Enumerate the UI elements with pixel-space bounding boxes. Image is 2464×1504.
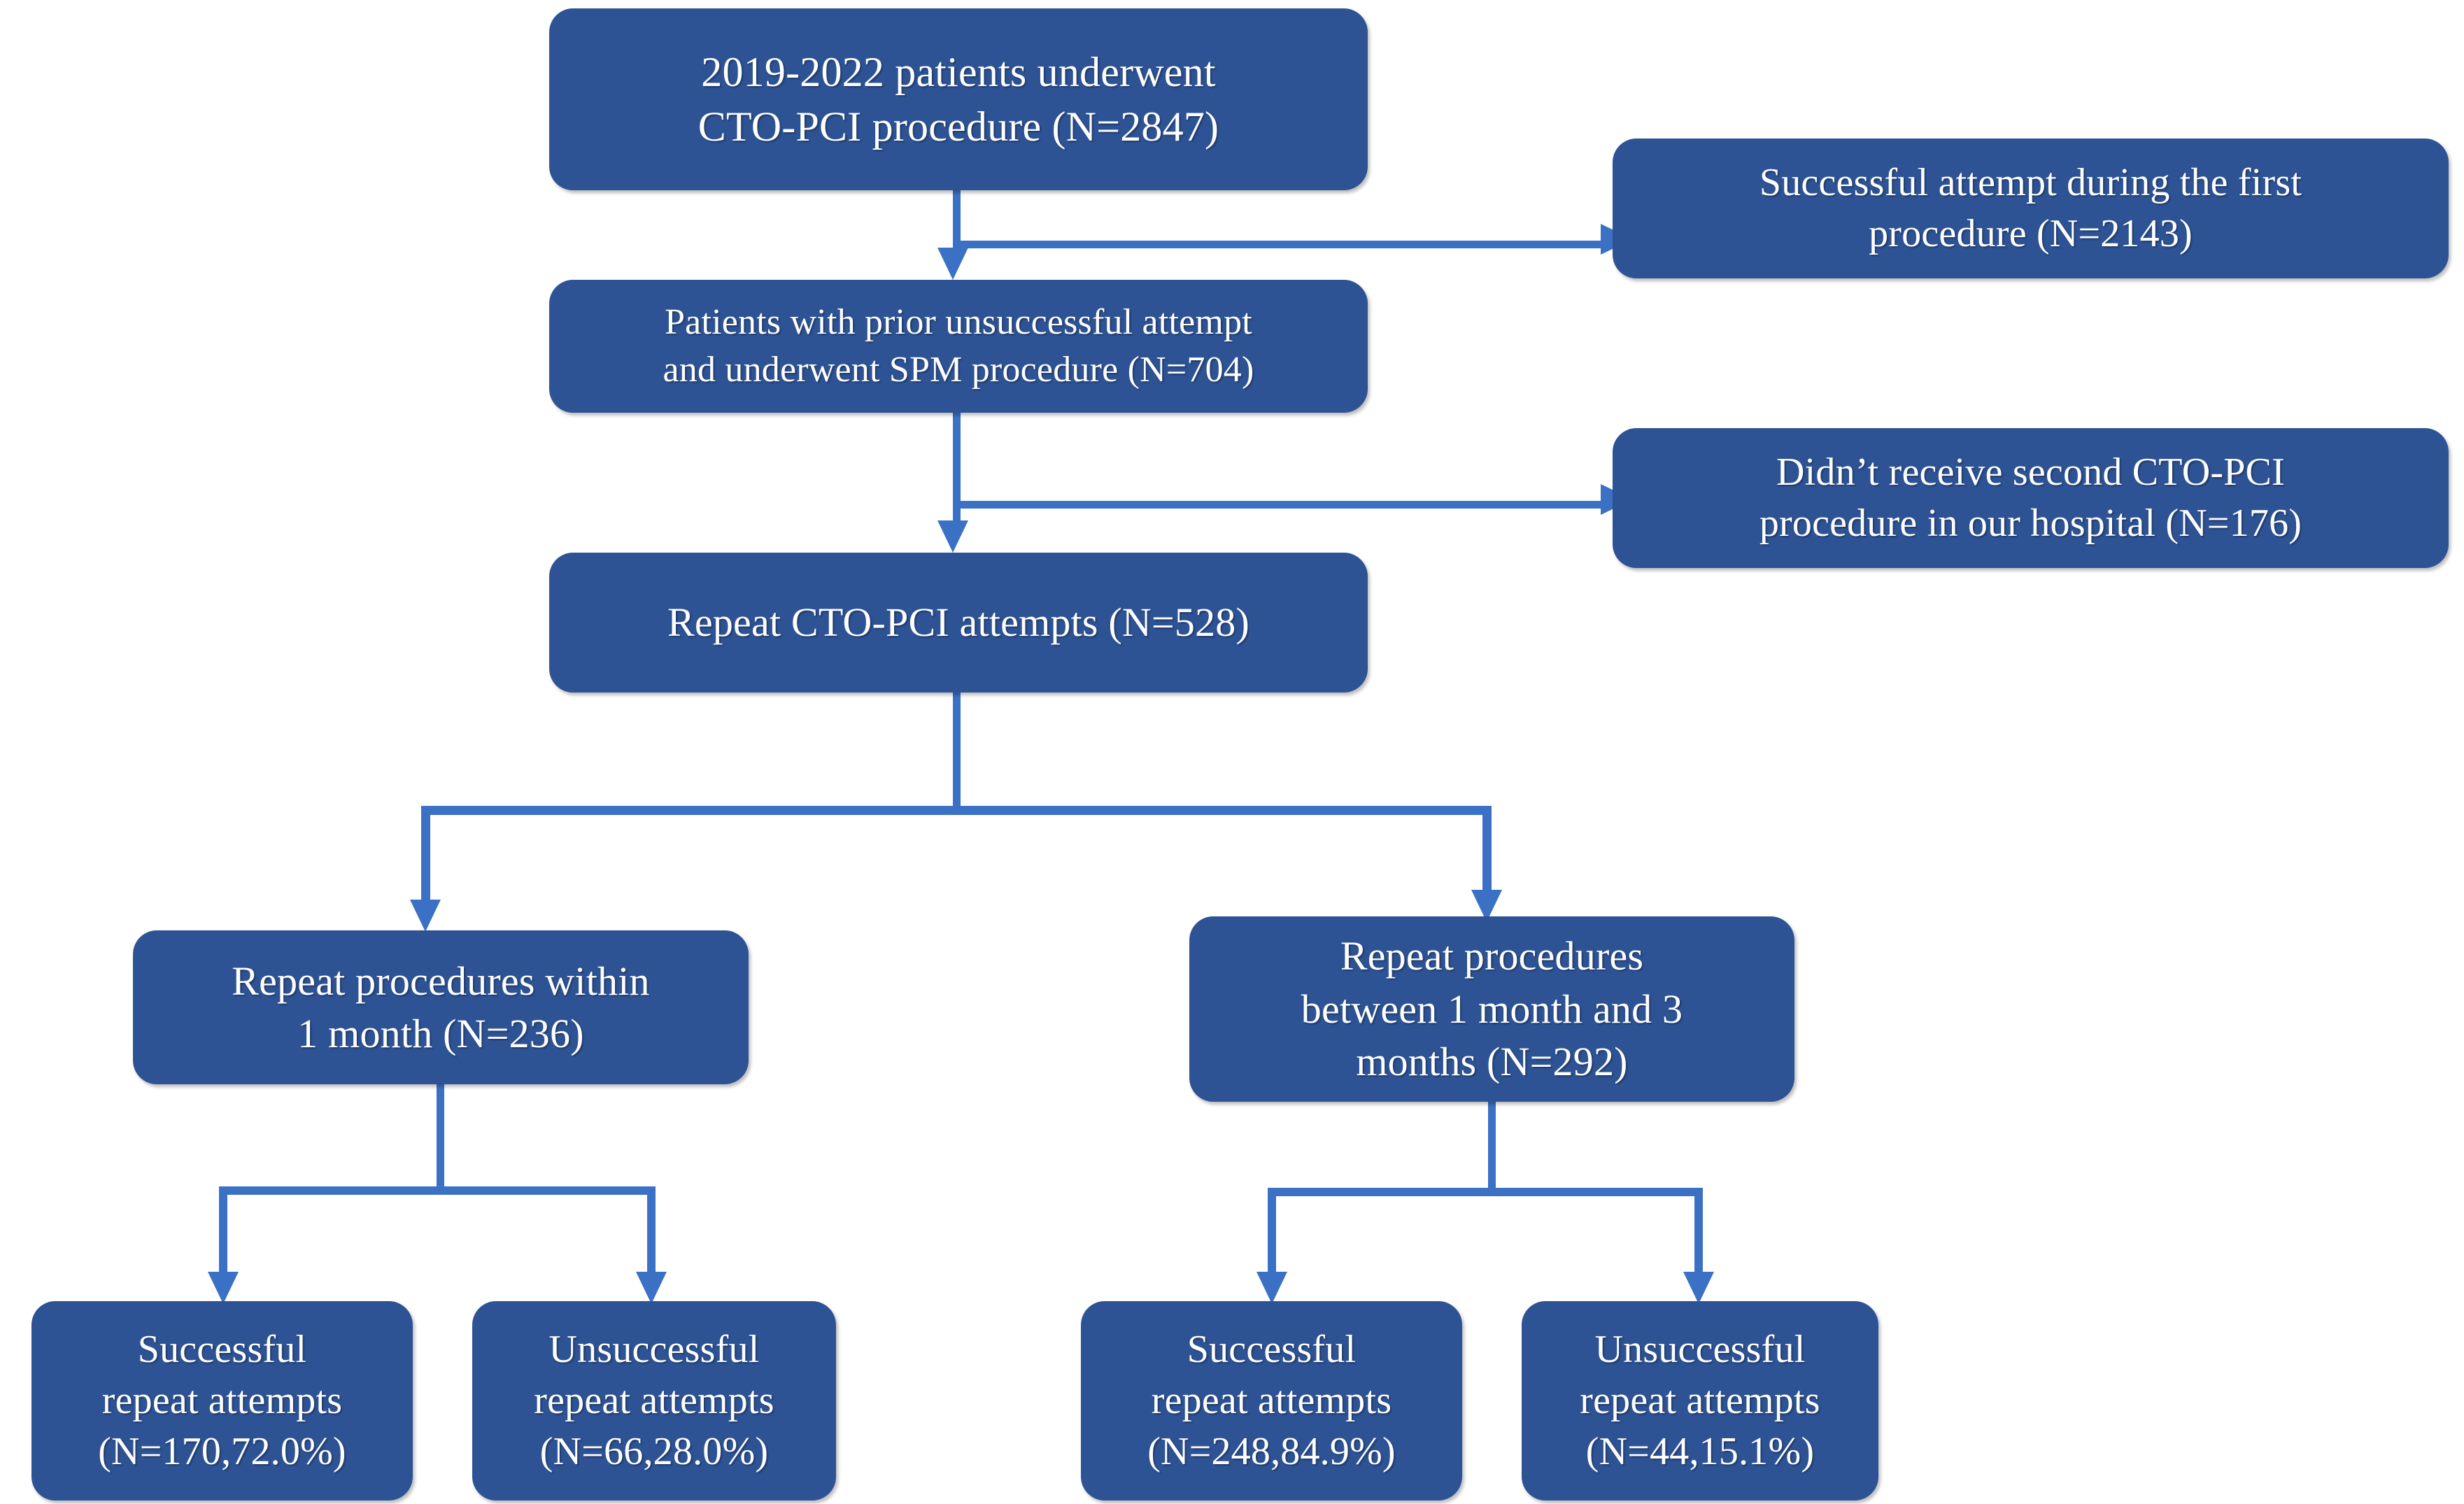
arrowhead-down-to-between-successful (1256, 1272, 1287, 1304)
connector-prior-to-exclusion2-horizontal (953, 501, 1601, 509)
connector-root-to-exclusion1-horizontal (953, 241, 1601, 248)
arrowhead-down-to-within-successful (208, 1272, 239, 1304)
node-repeat-within-1-month: Repeat procedures within 1 month (N=236) (133, 930, 749, 1084)
node-prior-unsuccessful-spm-label: Patients with prior unsuccessful attempt… (663, 302, 1254, 390)
node-excluded-no-second-procedure-label: Didn’t receive second CTO-PCI procedure … (1759, 451, 2302, 545)
connector-repeat-stem (953, 693, 961, 810)
node-excluded-successful-first-attempt: Successful attempt during the first proc… (1613, 139, 2449, 278)
node-within-1-month-unsuccessful: Unsuccessful repeat attempts (N=66,28.0%… (472, 1301, 836, 1501)
arrowhead-down-to-between-unsuccessful (1683, 1272, 1714, 1304)
connector-within-right-drop (647, 1186, 656, 1272)
node-excluded-no-second-procedure: Didn’t receive second CTO-PCI procedure … (1613, 428, 2449, 568)
connector-between-stem (1488, 1102, 1496, 1193)
connector-between-right-drop (1694, 1188, 1703, 1272)
connector-within-crossbar (219, 1186, 656, 1195)
node-root-cohort-label: 2019-2022 patients underwent CTO-PCI pro… (698, 49, 1219, 150)
node-repeat-within-1-month-label: Repeat procedures within 1 month (N=236) (232, 958, 650, 1056)
connector-within-left-drop (219, 1186, 227, 1272)
connector-between-crossbar (1268, 1188, 1703, 1196)
node-repeat-cto-pci-attempts: Repeat CTO-PCI attempts (N=528) (549, 553, 1368, 693)
node-repeat-cto-pci-attempts-label: Repeat CTO-PCI attempts (N=528) (667, 600, 1249, 646)
node-between-1-3-months-successful-label: Successful repeat attempts (N=248,84.9%) (1147, 1328, 1396, 1473)
connector-repeat-right-drop (1482, 806, 1492, 890)
node-repeat-between-1-and-3-months: Repeat procedures between 1 month and 3 … (1189, 916, 1794, 1102)
connector-prior-to-repeat-vertical (953, 413, 961, 520)
node-between-1-3-months-successful: Successful repeat attempts (N=248,84.9%) (1081, 1301, 1462, 1501)
connector-root-to-prior-vertical (953, 190, 961, 248)
arrowhead-down-to-prior (937, 248, 968, 280)
node-within-1-month-successful: Successful repeat attempts (N=170,72.0%) (31, 1301, 413, 1501)
connector-repeat-left-drop (421, 806, 430, 900)
arrowhead-down-to-repeat (937, 520, 968, 553)
node-between-1-3-months-unsuccessful-label: Unsuccessful repeat attempts (N=44,15.1%… (1580, 1328, 1820, 1473)
node-between-1-3-months-unsuccessful: Unsuccessful repeat attempts (N=44,15.1%… (1522, 1301, 1878, 1501)
arrowhead-down-to-within-unsuccessful (636, 1272, 667, 1304)
node-prior-unsuccessful-spm: Patients with prior unsuccessful attempt… (549, 280, 1368, 413)
connector-between-left-drop (1268, 1188, 1276, 1272)
node-within-1-month-successful-label: Successful repeat attempts (N=170,72.0%) (98, 1328, 346, 1473)
node-root-cohort: 2019-2022 patients underwent CTO-PCI pro… (549, 8, 1368, 190)
connector-repeat-crossbar (421, 806, 1492, 815)
arrowhead-down-to-within-1-month (410, 900, 441, 932)
node-within-1-month-unsuccessful-label: Unsuccessful repeat attempts (N=66,28.0%… (534, 1328, 774, 1473)
node-repeat-between-1-and-3-months-label: Repeat procedures between 1 month and 3 … (1301, 933, 1683, 1085)
node-excluded-successful-first-attempt-label: Successful attempt during the first proc… (1759, 161, 2302, 255)
connector-within-stem (437, 1084, 444, 1191)
